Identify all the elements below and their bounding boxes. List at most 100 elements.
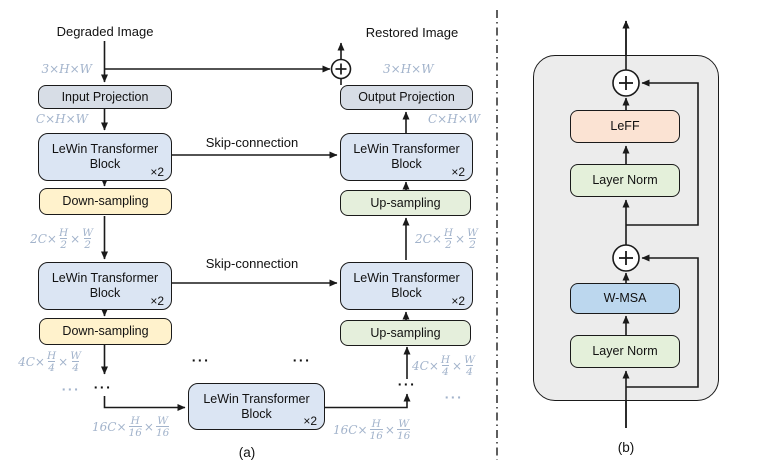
lewin-label-line2: Block bbox=[391, 157, 422, 171]
output-projection-box: Output Projection bbox=[340, 85, 473, 110]
layer-norm-label: Layer Norm bbox=[592, 173, 658, 187]
fraction: H 2 bbox=[443, 226, 454, 251]
layer-norm-label: Layer Norm bbox=[592, 344, 658, 358]
down-sampling-box-2: Down-sampling bbox=[39, 318, 172, 345]
dim-label-enc-3hw: 3×H×W bbox=[41, 62, 92, 76]
denominator: 16 bbox=[155, 426, 170, 439]
lewin-block-dec-2: LeWin Transformer Block ×2 bbox=[340, 262, 473, 310]
lewin-block-enc-2: LeWin Transformer Block ×2 bbox=[38, 262, 172, 310]
layer-norm-bottom-box: Layer Norm bbox=[570, 335, 680, 368]
times-sign: × bbox=[384, 423, 395, 437]
dim-label-dec-3hw: 3×H×W bbox=[383, 62, 434, 76]
numerator: W bbox=[157, 414, 169, 427]
fraction: W 4 bbox=[464, 353, 475, 378]
lewin-block-bottleneck: LeWin Transformer Block ×2 bbox=[188, 383, 325, 430]
numerator: H bbox=[58, 226, 69, 239]
fraction: H 4 bbox=[46, 349, 57, 374]
lewin-label-line1: LeWin Transformer bbox=[353, 271, 460, 285]
dim-label-enc-2c: 2C× H 2 × W 2 bbox=[10, 224, 95, 254]
up-sampling-label: Up-sampling bbox=[370, 325, 441, 340]
flow-arrows-panel-a bbox=[101, 41, 411, 411]
denominator: 4 bbox=[48, 361, 55, 374]
dim-label-enc-16c: 16C× H 16 × W 16 bbox=[92, 413, 171, 441]
denominator: 2 bbox=[60, 238, 67, 251]
restored-image-label: Restored Image bbox=[365, 25, 459, 40]
ellipsis-dec-flow: ··· bbox=[397, 376, 417, 392]
fraction: W 4 bbox=[70, 349, 81, 374]
numerator: W bbox=[82, 226, 93, 239]
dim-label-dec-chw: C×H×W bbox=[428, 112, 481, 126]
dim-label-dec-4c: 4C× H 4 × W 4 bbox=[412, 352, 477, 380]
layer-norm-top-box: Layer Norm bbox=[570, 164, 680, 197]
leff-label: LeFF bbox=[610, 119, 640, 133]
wmsa-label: W-MSA bbox=[603, 291, 647, 305]
fraction: H 16 bbox=[128, 414, 142, 439]
denominator: 4 bbox=[466, 365, 473, 378]
denominator: 2 bbox=[445, 238, 452, 251]
dim-prefix: 16C× bbox=[92, 420, 127, 434]
times-sign: × bbox=[452, 359, 463, 373]
dim-label-dec-16c: 16C× H 16 × W 16 bbox=[333, 416, 412, 444]
numerator: H bbox=[46, 349, 57, 362]
caption-a: (a) bbox=[238, 445, 256, 460]
dim-prefix: 2C× bbox=[415, 232, 442, 246]
lewin-label-line2: Block bbox=[391, 286, 422, 300]
times-sign: × bbox=[70, 232, 81, 246]
caption-b: (b) bbox=[617, 440, 635, 455]
times-sign: × bbox=[58, 355, 69, 369]
output-projection-label: Output Projection bbox=[358, 90, 455, 104]
ellipsis-mid-right: ··· bbox=[292, 352, 312, 368]
up-sampling-box-1: Up-sampling bbox=[340, 190, 471, 216]
times-sign: × bbox=[143, 420, 154, 434]
lewin-label-line2: Block bbox=[89, 286, 121, 300]
times-sign: × bbox=[455, 232, 466, 246]
numerator: W bbox=[464, 353, 475, 366]
leff-box: LeFF bbox=[570, 110, 680, 143]
input-projection-label: Input Projection bbox=[61, 89, 149, 104]
skip-connection-label-1: Skip-connection bbox=[205, 135, 299, 150]
lewin-label-line1: LeWin Transformer bbox=[51, 271, 159, 285]
repeat-count: ×2 bbox=[150, 164, 164, 179]
numerator: H bbox=[130, 414, 140, 427]
fraction: W 2 bbox=[467, 226, 478, 251]
numerator: H bbox=[440, 353, 451, 366]
degraded-image-label: Degraded Image bbox=[56, 24, 154, 39]
repeat-count: ×2 bbox=[150, 293, 164, 308]
skip-connection-label-2: Skip-connection bbox=[205, 256, 299, 271]
dim-prefix: 4C× bbox=[18, 355, 45, 369]
wmsa-box: W-MSA bbox=[570, 283, 680, 314]
denominator: 4 bbox=[442, 365, 449, 378]
input-projection-box: Input Projection bbox=[38, 85, 172, 109]
fraction: H 2 bbox=[58, 226, 69, 251]
numerator: W bbox=[467, 226, 478, 239]
numerator: H bbox=[371, 417, 381, 430]
denominator: 16 bbox=[369, 429, 383, 442]
denominator: 16 bbox=[128, 426, 142, 439]
ellipsis-enc-flow: ··· bbox=[93, 379, 113, 395]
denominator: 16 bbox=[396, 429, 411, 442]
numerator: H bbox=[443, 226, 454, 239]
denominator: 2 bbox=[469, 238, 476, 251]
down-sampling-label: Down-sampling bbox=[62, 324, 149, 338]
fraction: W 16 bbox=[155, 414, 170, 439]
dim-prefix: 2C× bbox=[30, 232, 57, 246]
repeat-count: ×2 bbox=[303, 413, 317, 428]
lewin-label-line2: Block bbox=[241, 406, 272, 421]
dim-prefix: 16C× bbox=[333, 423, 368, 437]
lewin-block-enc-1: LeWin Transformer Block ×2 bbox=[38, 133, 172, 181]
denominator: 2 bbox=[84, 238, 91, 251]
fraction: W 16 bbox=[396, 418, 411, 442]
numerator: W bbox=[70, 349, 81, 362]
plus-icon bbox=[335, 63, 347, 75]
denominator: 4 bbox=[72, 361, 79, 374]
dim-label-dec-2c: 2C× H 2 × W 2 bbox=[415, 224, 480, 254]
up-sampling-label: Up-sampling bbox=[370, 195, 441, 210]
down-sampling-label: Down-sampling bbox=[62, 194, 149, 208]
fraction: H 4 bbox=[440, 353, 451, 378]
up-sampling-box-2: Up-sampling bbox=[340, 320, 471, 346]
fraction: W 2 bbox=[82, 226, 93, 251]
lewin-label-line1: LeWin Transformer bbox=[51, 142, 159, 156]
lewin-block-dec-1: LeWin Transformer Block ×2 bbox=[340, 133, 473, 181]
